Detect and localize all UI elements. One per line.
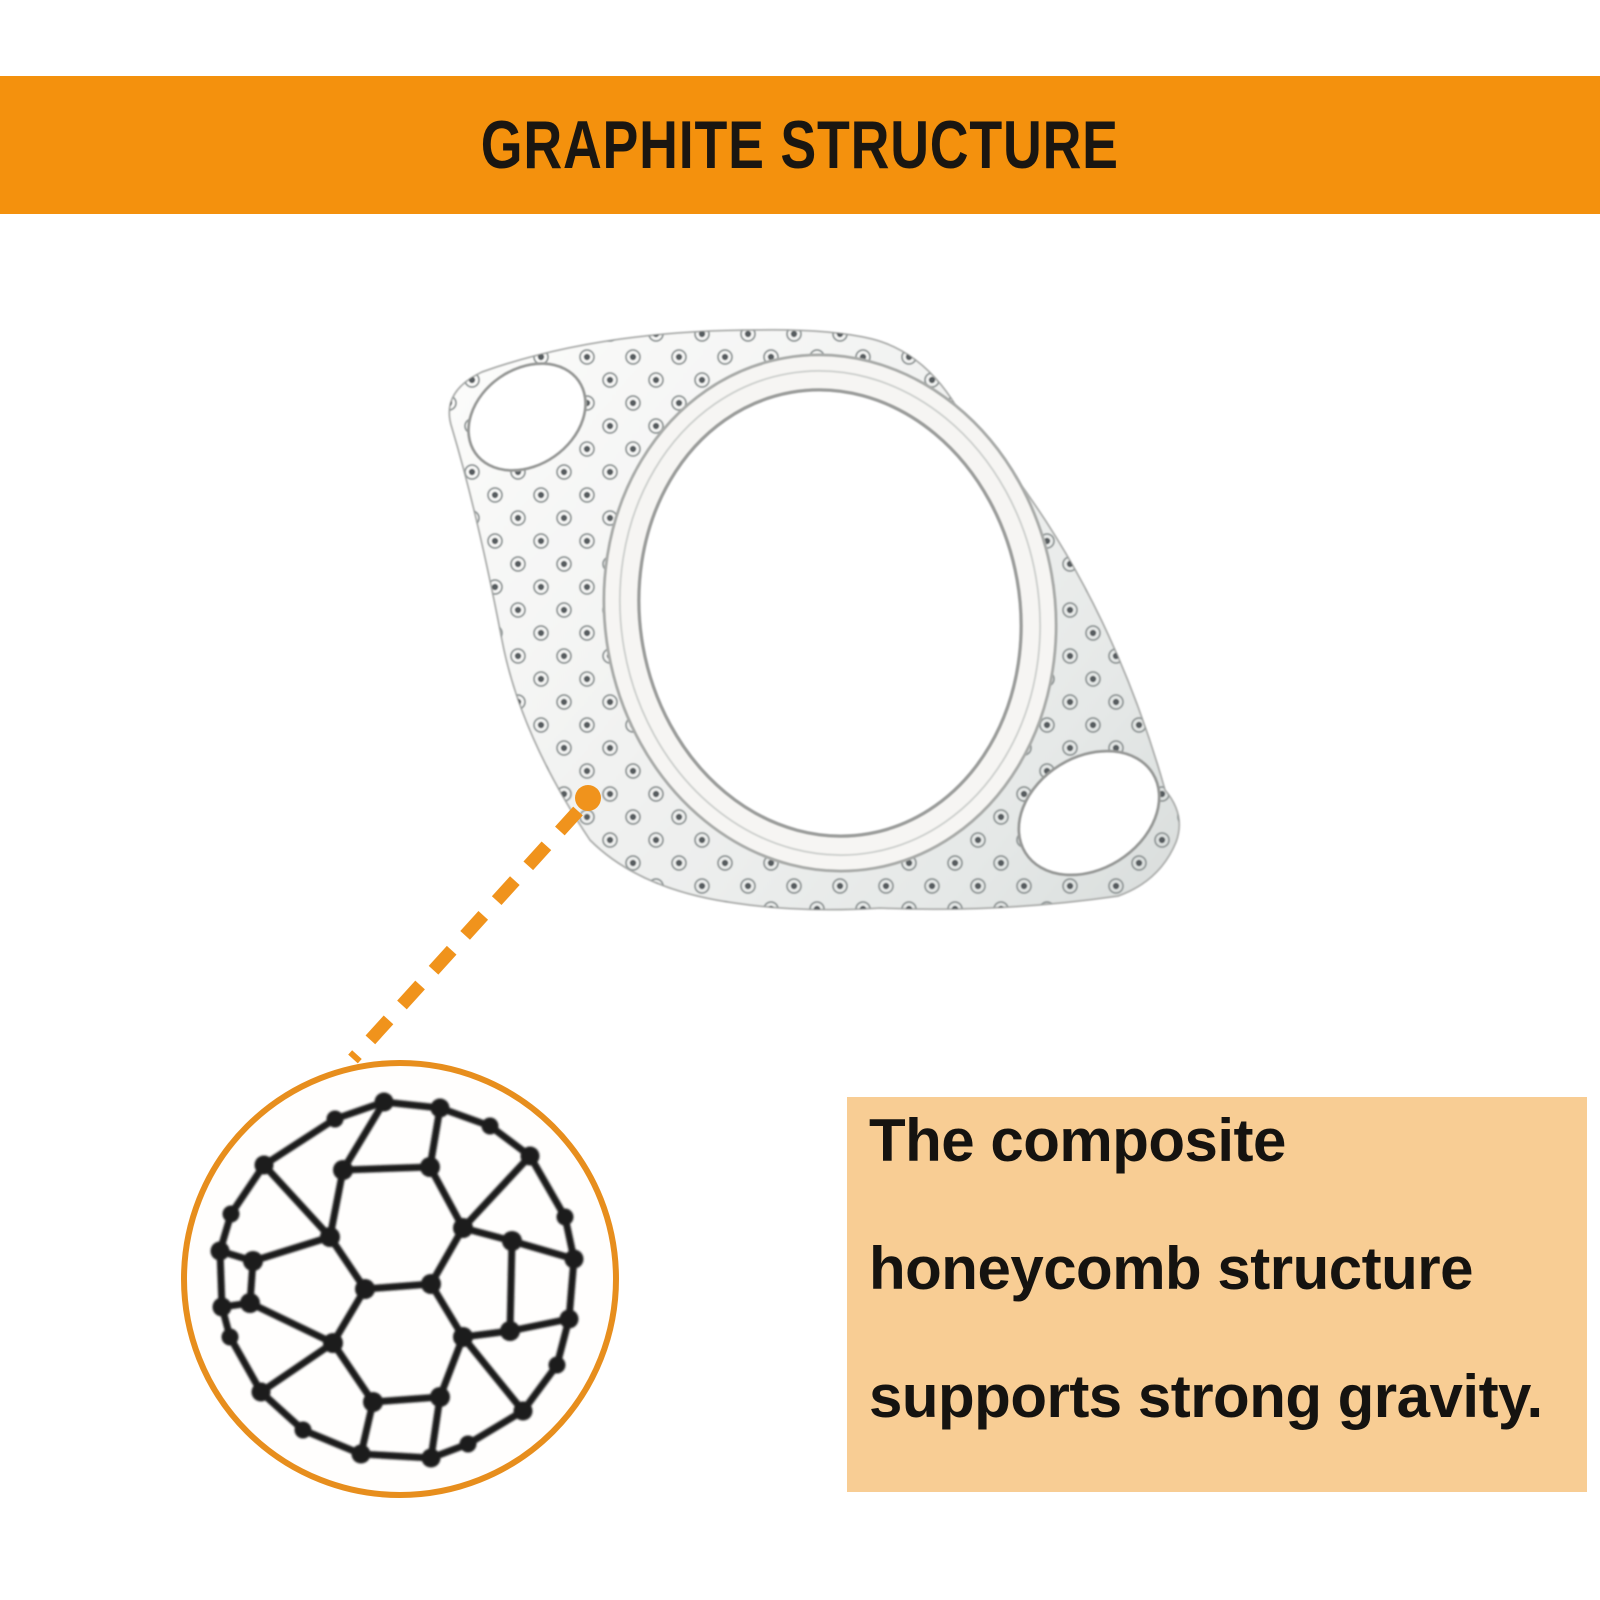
bolt-hole-top-left [467, 362, 587, 472]
callout-line: honeycomb structure [869, 1235, 1473, 1302]
fullerene-molecule-icon [210, 1092, 584, 1468]
callout-line: The composite [869, 1107, 1286, 1174]
banner-title: GRAPHITE STRUCTURE [480, 107, 1119, 183]
bolt-hole-bottom-right [1017, 749, 1161, 877]
banner: GRAPHITE STRUCTURE [0, 76, 1600, 214]
gasket-center-hole [637, 388, 1023, 838]
callout-box: The composite honeycomb structure suppor… [847, 1097, 1587, 1492]
gasket-seal-ring-inner-line [618, 369, 1042, 857]
callout-dashed-line [348, 806, 583, 1064]
callout-text: The composite honeycomb structure suppor… [869, 1077, 1569, 1461]
callout-line: supports strong gravity. [869, 1363, 1543, 1430]
callout-marker-dot [575, 785, 601, 811]
gasket-icon [448, 328, 1181, 911]
